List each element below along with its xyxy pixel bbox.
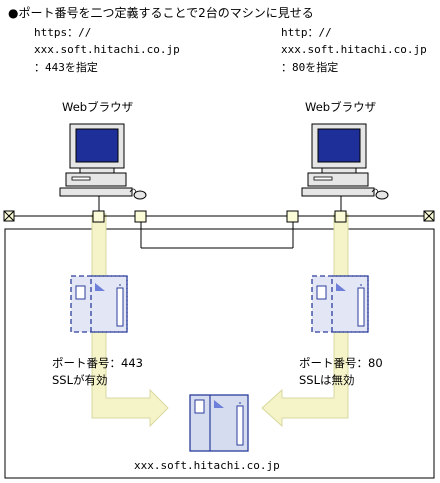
left-server-port-label: ポート番号：443: [52, 356, 143, 370]
right-server-ssl-label: SSLは無効: [299, 373, 355, 387]
right-server-port-label: ポート番号：80: [299, 356, 383, 370]
machine-hostname-label: xxx.soft.hitachi.co.jp: [134, 459, 280, 472]
left-client-protocol: https：//: [34, 26, 92, 39]
server-icon-physical: [189, 394, 249, 452]
virtual-server-icon-left: [70, 275, 128, 333]
computer-icon-left: [59, 123, 147, 200]
right-client-protocol: http：//: [281, 26, 332, 39]
node-client-right: [334, 210, 347, 223]
terminator-right: [423, 210, 435, 222]
diagram-title: ●ポート番号を二つ定義することで2台のマシンに見せる: [8, 6, 314, 20]
right-client-port-note: ：80を指定: [281, 61, 339, 74]
terminator-left: [3, 210, 15, 222]
right-client-host: xxx.soft.hitachi.co.jp: [281, 43, 427, 56]
node-hub-left: [134, 210, 147, 223]
left-server-ssl-label: SSLが有効: [52, 373, 108, 387]
left-client-label: Webブラウザ: [62, 100, 134, 114]
computer-icon-right: [301, 123, 389, 200]
node-hub-right: [286, 210, 299, 223]
left-client-port-note: ：443を指定: [34, 61, 98, 74]
left-client-host: xxx.soft.hitachi.co.jp: [34, 43, 180, 56]
virtual-server-icon-right: [311, 275, 369, 333]
node-client-left: [92, 210, 105, 223]
right-client-label: Webブラウザ: [305, 100, 377, 114]
